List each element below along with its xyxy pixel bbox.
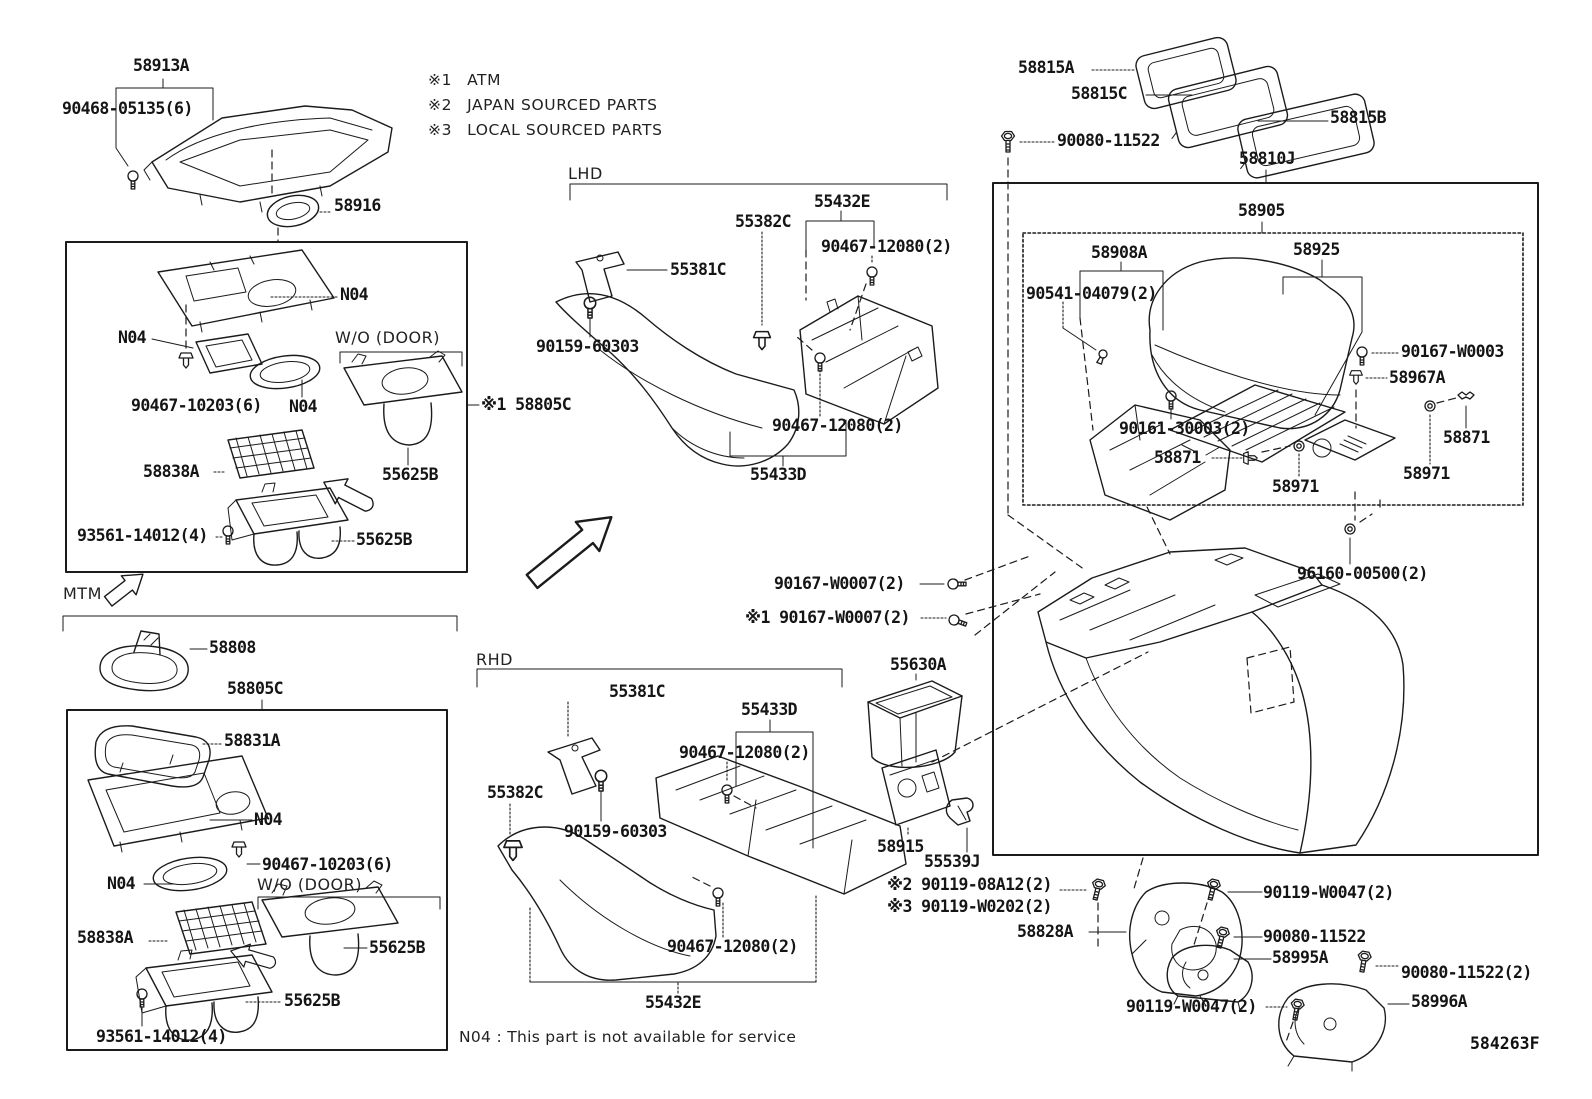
part-label-58971: 58971 xyxy=(1272,477,1319,496)
section-tag-lhd: LHD xyxy=(568,164,603,183)
legend-text: JAPAN SOURCED PARTS xyxy=(467,96,658,114)
part-label-55381c: 55381C xyxy=(609,682,666,701)
part-label-58908a: 58908A xyxy=(1091,243,1148,262)
part-label-58925: 58925 xyxy=(1293,240,1340,259)
part-label-90467-10203-6: 90467-10203(6) xyxy=(131,396,262,415)
part-label-1-58805c: ※1 58805C xyxy=(481,395,572,414)
legend-item: ※2 JAPAN SOURCED PARTS xyxy=(428,96,663,114)
part-label-90080-11522-2: 90080-11522(2) xyxy=(1401,963,1532,982)
part-label-58871: 58871 xyxy=(1443,428,1490,447)
section-tag-mtm: MTM xyxy=(63,584,102,603)
part-label-58815c: 58815C xyxy=(1071,84,1128,103)
legend-text: ATM xyxy=(467,71,502,89)
part-label-n04: N04 xyxy=(340,285,369,304)
legend-text: LOCAL SOURCED PARTS xyxy=(467,121,663,139)
part-label-55432e: 55432E xyxy=(645,993,702,1012)
part-label-90468-05135-6: 90468-05135(6) xyxy=(62,99,193,118)
part-label-n04: N04 xyxy=(118,328,147,347)
part-label-90080-11522: 90080-11522 xyxy=(1057,131,1160,150)
part-label-58838a: 58838A xyxy=(77,928,134,947)
part-label-96160-00500-2: 96160-00500(2) xyxy=(1297,564,1428,583)
section-tag-w-o-door: W/O (DOOR) xyxy=(335,328,440,347)
part-label-58810j: 58810J xyxy=(1239,149,1296,168)
part-label-90161-30003-2: 90161-30003(2) xyxy=(1119,419,1250,438)
part-label-58815a: 58815A xyxy=(1018,58,1075,77)
part-label-55630a: 55630A xyxy=(890,655,947,674)
legend-item: ※1 ATM xyxy=(428,71,663,89)
part-label-58967a: 58967A xyxy=(1389,368,1446,387)
part-label-58805c: 58805C xyxy=(227,679,284,698)
part-label-58913a: 58913A xyxy=(133,56,190,75)
part-label-58995a: 58995A xyxy=(1272,948,1329,967)
part-label-90159-60303: 90159-60303 xyxy=(536,337,639,356)
part-label-90167-w0007-2: 90167-W0007(2) xyxy=(774,574,905,593)
part-label-90119-w0047-2: 90119-W0047(2) xyxy=(1263,883,1394,902)
part-label-55432e: 55432E xyxy=(814,192,871,211)
legend-symbol: ※3 xyxy=(428,121,453,139)
part-label-55433d: 55433D xyxy=(741,700,798,719)
part-label-55433d: 55433D xyxy=(750,465,807,484)
part-label-58808: 58808 xyxy=(209,638,256,657)
part-label-58838a: 58838A xyxy=(143,462,200,481)
part-label-58831a: 58831A xyxy=(224,731,281,750)
group-box-58805c-atm xyxy=(65,241,468,573)
part-label-58915: 58915 xyxy=(877,837,924,856)
part-label-55625b: 55625B xyxy=(369,938,426,957)
part-label-58828a: 58828A xyxy=(1017,922,1074,941)
diagram-code: 584263F xyxy=(1470,1034,1540,1053)
part-label-55625b: 55625B xyxy=(382,465,439,484)
part-label-55625b: 55625B xyxy=(284,991,341,1010)
part-label-55382c: 55382C xyxy=(735,212,792,231)
part-label-90467-12080-2: 90467-12080(2) xyxy=(772,416,903,435)
part-label-3-90119-w0202-2: ※3 90119-W0202(2) xyxy=(887,897,1052,916)
legend-symbol: ※1 xyxy=(428,71,453,89)
legend-item: ※3 LOCAL SOURCED PARTS xyxy=(428,121,663,139)
part-label-90541-04079-2: 90541-04079(2) xyxy=(1026,284,1157,303)
part-label-n04: N04 xyxy=(254,810,283,829)
part-label-58815b: 58815B xyxy=(1330,108,1387,127)
legend-symbol: ※2 xyxy=(428,96,453,114)
legend: ※1 ATM ※2 JAPAN SOURCED PARTS ※3 LOCAL S… xyxy=(428,71,663,146)
part-label-58971: 58971 xyxy=(1403,464,1450,483)
part-label-n04: N04 xyxy=(107,874,136,893)
part-label-58916: 58916 xyxy=(334,196,381,215)
part-label-55382c: 55382C xyxy=(487,783,544,802)
section-tag-rhd: RHD xyxy=(476,650,513,669)
part-label-1-90167-w0007-2: ※1 90167-W0007(2) xyxy=(745,608,910,627)
part-label-n04: N04 xyxy=(289,397,318,416)
part-label-58996a: 58996A xyxy=(1411,992,1468,1011)
part-label-90467-10203-6: 90467-10203(6) xyxy=(262,855,393,874)
part-label-55539j: 55539J xyxy=(924,852,981,871)
part-label-58905: 58905 xyxy=(1238,201,1285,220)
part-label-90467-12080-2: 90467-12080(2) xyxy=(821,237,952,256)
part-label-58871: 58871 xyxy=(1154,448,1201,467)
part-label-2-90119-08a12-2: ※2 90119-08A12(2) xyxy=(887,875,1052,894)
part-label-90467-12080-2: 90467-12080(2) xyxy=(679,743,810,762)
part-label-90467-12080-2: 90467-12080(2) xyxy=(667,937,798,956)
section-tag-w-o-door: W/O (DOOR) xyxy=(257,875,362,894)
part-label-90167-w0003: 90167-W0003 xyxy=(1401,342,1504,361)
part-label-93561-14012-4: 93561-14012(4) xyxy=(96,1027,227,1046)
part-label-55625b: 55625B xyxy=(356,530,413,549)
group-box-58905 xyxy=(1022,232,1524,506)
service-footnote: N04 : This part is not available for ser… xyxy=(459,1028,797,1046)
part-label-55381c: 55381C xyxy=(670,260,727,279)
part-label-93561-14012-4: 93561-14012(4) xyxy=(77,526,208,545)
group-box-58805c-mtm xyxy=(66,709,448,1051)
part-label-90159-60303: 90159-60303 xyxy=(564,822,667,841)
part-label-90119-w0047-2: 90119-W0047(2) xyxy=(1126,997,1257,1016)
part-label-90080-11522: 90080-11522 xyxy=(1263,927,1366,946)
